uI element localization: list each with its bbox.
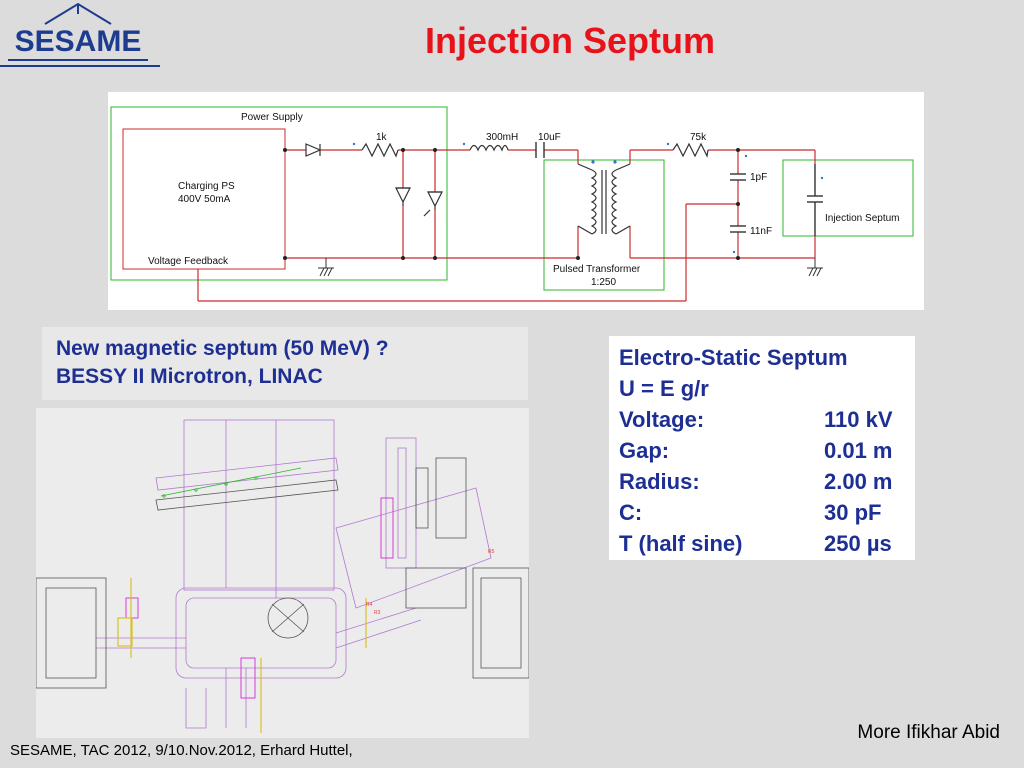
param-label: Radius:: [619, 469, 700, 494]
power-supply-label: Power Supply: [241, 112, 303, 123]
septum-title: Electro-Static Septum: [619, 345, 848, 370]
param-label: Gap:: [619, 438, 670, 463]
circuit-diagram: Power Supply Charging PS 400V 50mA Volta…: [108, 92, 924, 310]
logo-text: SESAME: [15, 25, 142, 58]
septum-formula: U = E g/r: [619, 376, 709, 401]
param-row-capacitance: C: 30 pF: [619, 497, 905, 528]
param-row-gap: Gap: 0.01 m: [619, 435, 905, 466]
param-value: 30 pF: [824, 500, 882, 525]
footer-text: SESAME, TAC 2012, 9/10.Nov.2012, Erhard …: [10, 742, 353, 759]
drawing-label-r5: R5: [488, 549, 495, 555]
param-row-pulse: T (half sine) 250 µs: [619, 528, 905, 559]
credit-text: More Ifikhar Abid: [857, 722, 1000, 743]
septum-layout-drawing: R5 R4 R3: [36, 408, 529, 738]
param-value: 110 kV: [824, 407, 893, 432]
voltage-feedback-label: Voltage Feedback: [148, 256, 229, 267]
param-row-radius: Radius: 2.00 m: [619, 466, 905, 497]
param-label: Voltage:: [619, 407, 705, 432]
param-label: C:: [619, 500, 643, 525]
param-value: 2.00 m: [824, 469, 893, 494]
charging-ps-line2: 400V 50mA: [178, 194, 231, 205]
magnetic-septum-line2: BESSY II Microtron, LINAC: [56, 365, 323, 388]
param-value: 0.01 m: [824, 438, 893, 463]
magnetic-septum-box: New magnetic septum (50 MeV) ? BESSY II …: [42, 327, 528, 400]
drawing-label-r3: R3: [374, 610, 381, 616]
cap2-label: 1pF: [750, 172, 767, 183]
sesame-logo: SESAME: [0, 0, 165, 72]
charging-ps-box: [122, 128, 286, 270]
r2-label: 75k: [690, 132, 707, 143]
transformer-line2: 1:250: [591, 277, 616, 288]
magnetic-septum-line1: New magnetic septum (50 MeV) ?: [56, 337, 389, 360]
param-label: T (half sine): [619, 531, 743, 556]
cap3-label: 11nF: [750, 226, 772, 237]
drawing-label-r4: R4: [366, 602, 373, 608]
param-value: 250 µs: [824, 531, 892, 556]
inductor-label: 300mH: [486, 132, 518, 143]
cap1-label: 10uF: [538, 132, 561, 143]
charging-ps-line1: Charging PS: [178, 181, 235, 192]
param-row-voltage: Voltage: 110 kV: [619, 404, 905, 435]
transformer-box: [543, 159, 665, 291]
power-supply-box: [110, 106, 448, 281]
septum-box: [782, 159, 914, 237]
electrostatic-septum-box: Electro-Static Septum U = E g/r Voltage:…: [609, 336, 915, 560]
r1-label: 1k: [376, 132, 388, 143]
transformer-line1: Pulsed Transformer: [553, 264, 641, 275]
injection-septum-label: Injection Septum: [825, 213, 900, 224]
page-title: Injection Septum: [424, 20, 716, 61]
